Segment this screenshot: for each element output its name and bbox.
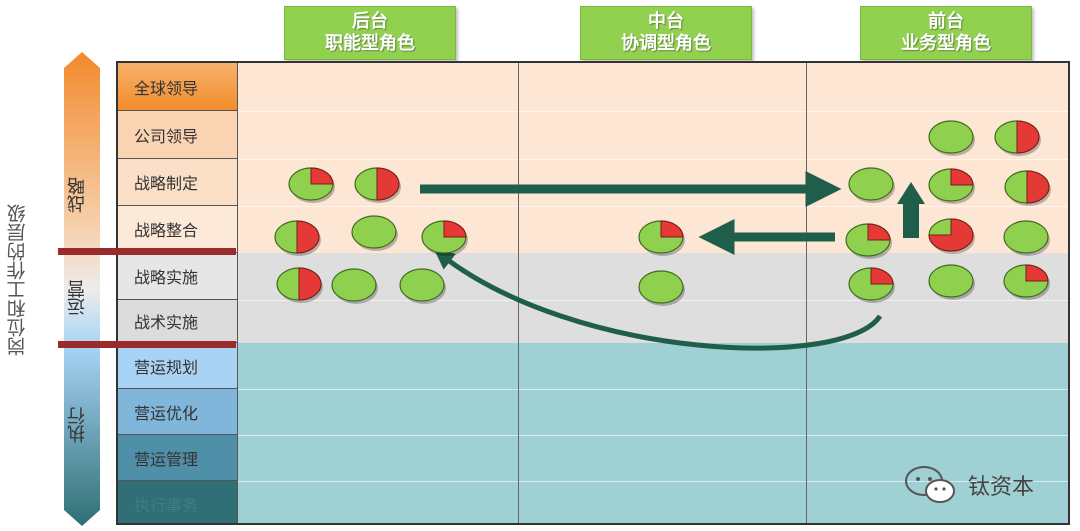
role-pie-marker	[928, 120, 975, 156]
execution-band	[118, 343, 1068, 523]
column-divider-2	[806, 63, 807, 523]
role-pie-marker	[276, 267, 323, 303]
header-back-office: 后台 职能型角色	[284, 6, 456, 60]
row-label-strategy-formulation: 战略制定	[118, 159, 238, 206]
hierarchy-gradient-arrow	[64, 52, 100, 526]
header-middle-office-line2: 协调型角色	[621, 33, 711, 54]
role-pie-marker	[928, 264, 975, 300]
role-pie-marker	[848, 167, 895, 203]
header-middle-office: 中台 协调型角色	[580, 6, 752, 60]
role-pie-marker	[638, 270, 685, 306]
header-back-office-line1: 后台	[352, 11, 388, 32]
row-label-global-leader: 全球领导	[118, 63, 238, 111]
arrow-up-front	[897, 182, 925, 238]
role-pie-marker	[1003, 220, 1050, 256]
role-pie-marker	[848, 267, 895, 303]
row-label-company-leader: 公司领导	[118, 111, 238, 159]
row-label-strategy-integration: 战略整合	[118, 206, 238, 253]
role-pie-marker	[274, 220, 321, 256]
role-pie-marker	[354, 167, 401, 203]
row-label-execution-affairs: 执行事务	[118, 481, 238, 523]
watermark-text: 钛资本	[968, 475, 1035, 500]
arrow-curved-feedback	[434, 249, 883, 351]
role-pie-marker	[928, 218, 975, 254]
row-label-strategy-implementation: 战略实施	[118, 253, 238, 300]
header-front-office-line1: 前台	[928, 11, 964, 32]
header-back-office-line2: 职能型角色	[325, 33, 415, 54]
role-pie-marker	[331, 268, 378, 304]
role-pie-marker	[421, 220, 468, 256]
role-pie-marker	[845, 223, 892, 259]
column-divider-1	[518, 63, 519, 523]
header-middle-office-line1: 中台	[648, 11, 684, 32]
row-label-operation-planning: 营运规划	[118, 343, 238, 389]
wechat-icon	[905, 466, 955, 503]
header-front-office: 前台 业务型角色	[860, 6, 1032, 60]
role-pie-marker	[1003, 264, 1050, 300]
separator-operation-execution	[58, 341, 236, 348]
watermark: 钛资本	[904, 464, 1034, 506]
row-label-operation-management: 营运管理	[118, 435, 238, 481]
role-pie-marker	[351, 215, 398, 251]
role-pie-marker	[638, 220, 685, 256]
role-pie-marker	[928, 168, 975, 204]
separator-strategy-operation	[58, 248, 236, 255]
role-pie-marker	[288, 167, 335, 203]
row-label-operation-optimization: 营运优化	[118, 389, 238, 435]
role-pie-marker	[399, 268, 446, 304]
header-front-office-line2: 业务型角色	[901, 33, 991, 54]
role-pie-marker	[1004, 170, 1051, 206]
role-pie-marker	[994, 120, 1041, 156]
